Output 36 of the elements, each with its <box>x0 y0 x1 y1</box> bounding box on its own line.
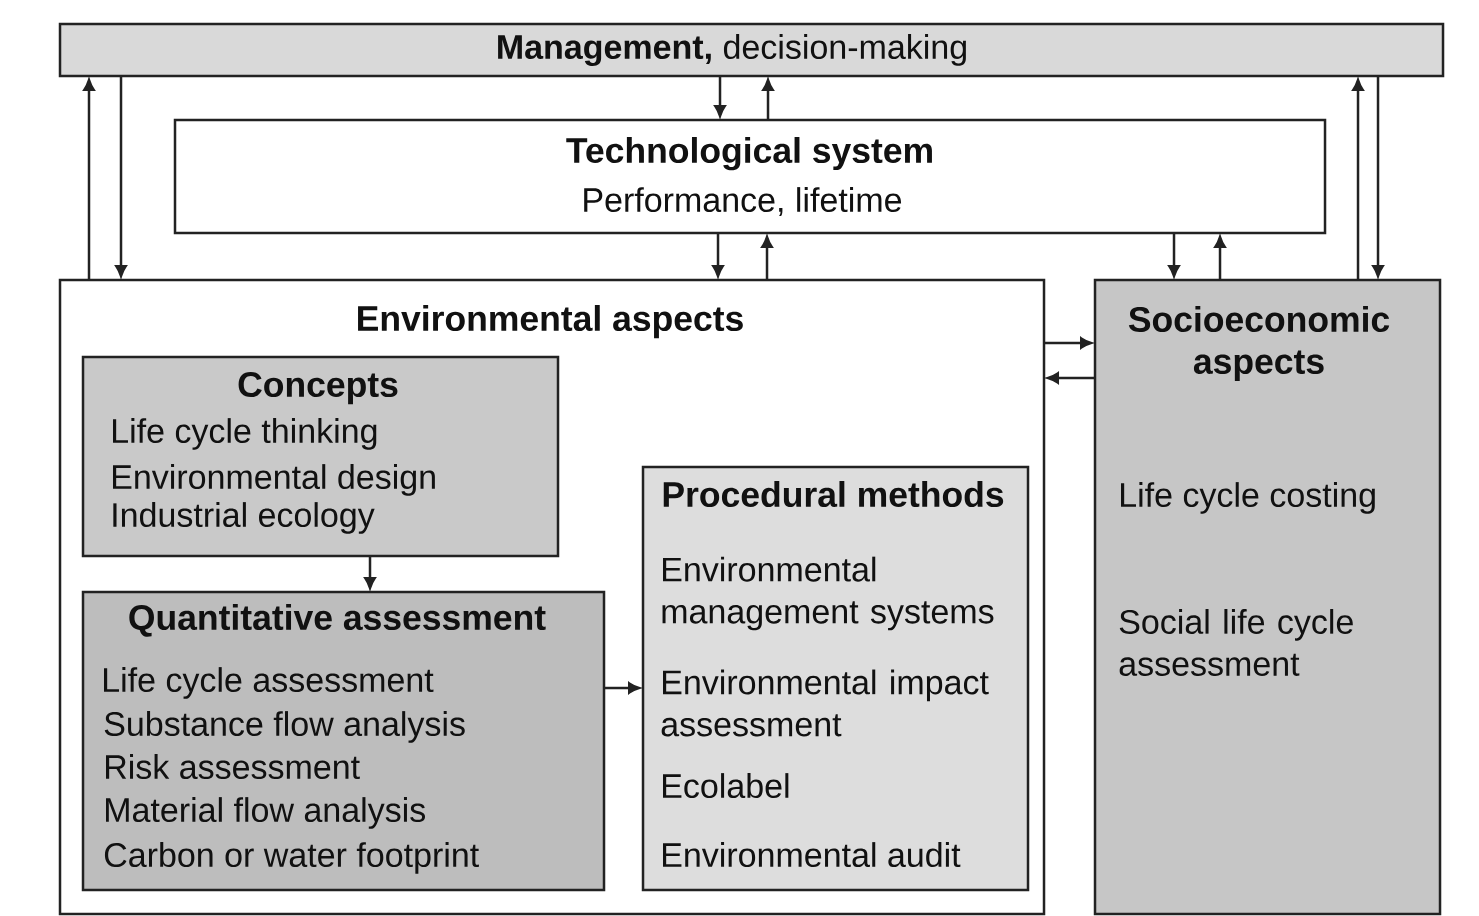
list-item: Risk assessment <box>106 754 360 780</box>
list-item: Carbon or water footprint <box>104 842 479 874</box>
header-bar: Management, decision-making <box>58 22 1445 78</box>
arrow <box>1046 372 1095 384</box>
list-item: Life cycle assessment <box>104 667 434 699</box>
list-item: Substance flow analysis <box>104 711 465 743</box>
list-item: Material flow analysis <box>106 797 425 829</box>
box-title: Concepts <box>238 371 398 405</box>
arrow <box>1044 337 1093 349</box>
arrow <box>364 556 376 590</box>
arrow <box>1352 78 1364 280</box>
list-item: Environmental impact assessment <box>661 669 989 737</box>
arrow <box>714 76 726 118</box>
box-title: Socioeconomic aspects <box>1128 305 1390 382</box>
arrow <box>604 682 641 694</box>
box-title: Technological system <box>566 137 932 171</box>
arrow <box>83 78 95 280</box>
list-item: Life cycle thinking <box>113 418 377 450</box>
panel-title: Environmental aspects <box>358 305 743 339</box>
arrow <box>1168 233 1180 278</box>
list-item: Environmental audit <box>663 842 961 868</box>
box-title: Quantitative assessment <box>129 604 546 637</box>
arrow <box>761 235 773 280</box>
list-item: Life cycle costing <box>1121 482 1375 514</box>
arrow <box>712 233 724 278</box>
box-subtitle: Performance, lifetime <box>584 187 902 217</box>
arrow <box>1372 76 1384 278</box>
arrow <box>115 76 127 278</box>
list-item: Ecolabel <box>663 773 789 799</box>
list-item: Environmental management systems <box>662 556 994 631</box>
arrow <box>762 78 774 120</box>
arrow <box>1214 235 1226 280</box>
list-item: Environmental design <box>113 464 435 496</box>
box-title: Procedural methods <box>663 481 1004 508</box>
list-item: Social life cycle assessment <box>1119 609 1353 676</box>
list-item: Industrial ecology <box>113 502 375 534</box>
